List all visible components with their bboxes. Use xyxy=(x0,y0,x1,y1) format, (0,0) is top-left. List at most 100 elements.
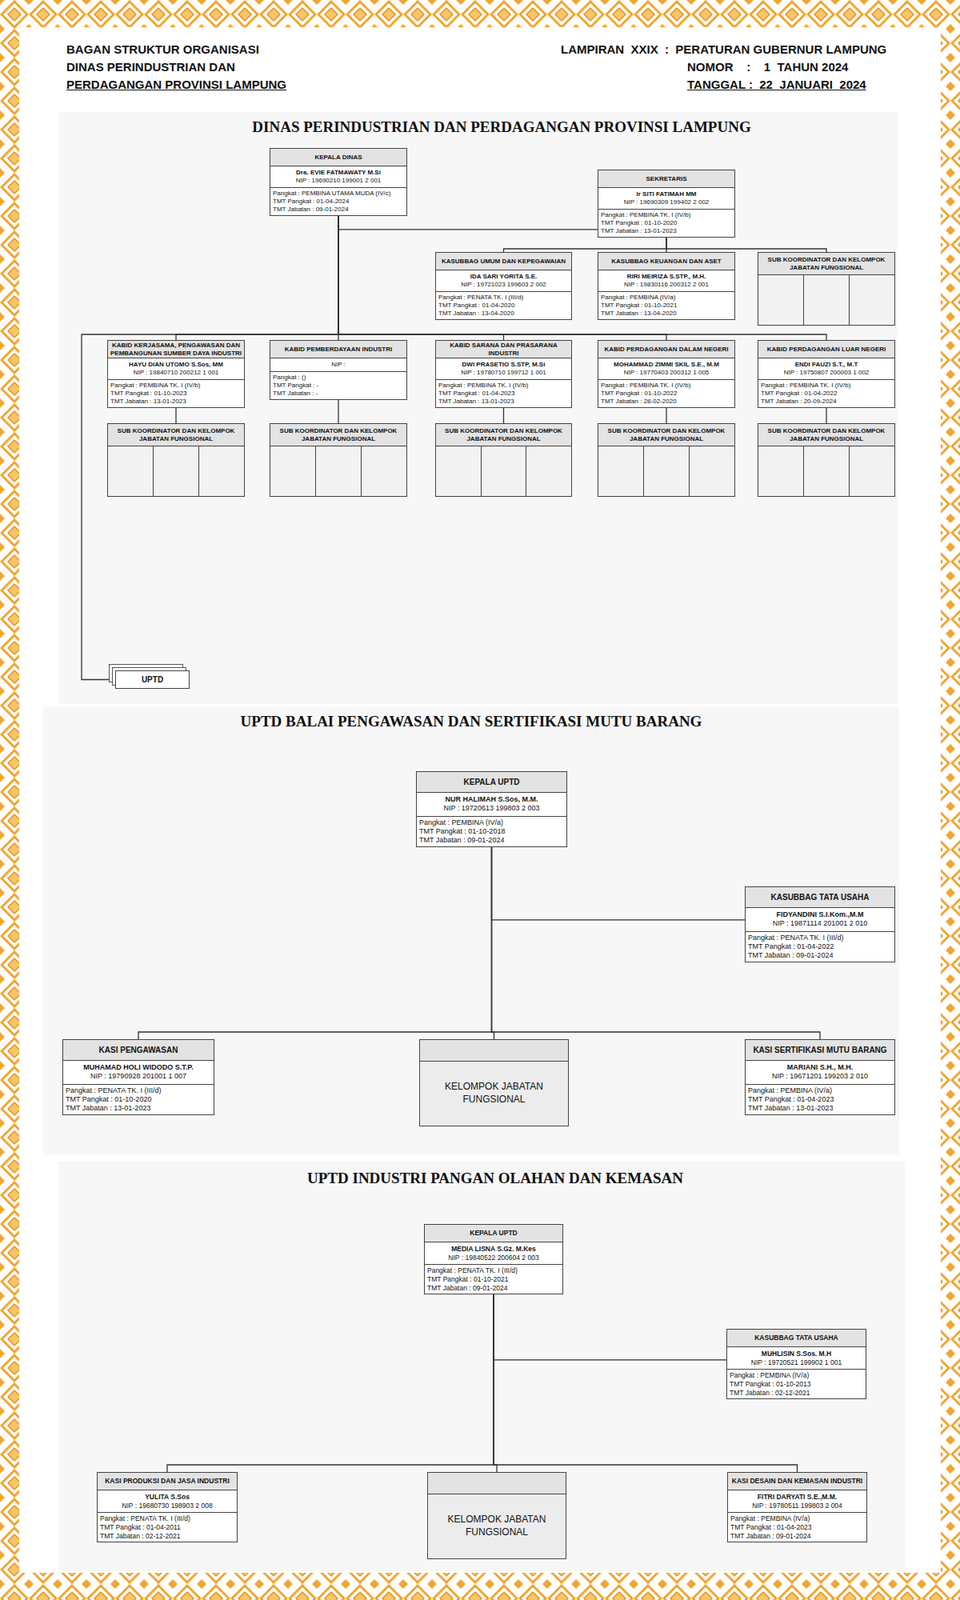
box-header: SEKRETARIS xyxy=(598,170,735,188)
nip-text: NIP : 19790928 201001 1 007 xyxy=(64,1072,212,1081)
rank-text: TMT Pangkat : 01-04-2022 xyxy=(748,942,892,952)
rank-text: Pangkat : PEMBINA UTAMA MUDA (IV/c) xyxy=(272,189,404,198)
box-header: KABID PERDAGANGAN LUAR NEGERI xyxy=(758,340,895,359)
rank-text: TMT Pangkat : 01-04-2023 xyxy=(730,1523,864,1532)
empty-cell xyxy=(199,446,244,496)
subcoordinator-box: SUB KOORDINATOR DAN KELOMPOK JABATAN FUN… xyxy=(757,252,896,326)
org-connector xyxy=(825,408,827,424)
rank-text: Pangkat : PEMBINA TK. I (IV/b) xyxy=(110,381,242,390)
empty-cell xyxy=(758,446,804,496)
rank-text: TMT Pangkat : 01-10-2020 xyxy=(600,219,732,228)
position-box: KASI SERTIFIKASI MUTU BARANG MARIANI S.H.… xyxy=(744,1039,896,1116)
rank-text: TMT Pangkat : - xyxy=(272,381,404,390)
rank-text: TMT Pangkat : 01-04-2011 xyxy=(100,1523,235,1532)
position-title: KEPALA UPTD xyxy=(464,777,520,788)
box-header: SUB KOORDINATOR DAN KELOMPOK JABATAN FUN… xyxy=(270,424,407,447)
position-title: KASI PENGAWASAN xyxy=(99,1045,179,1056)
name-block: NIP : xyxy=(270,358,407,372)
nip-text: NIP : 19671201 199203 2 010 xyxy=(747,1072,893,1081)
position-title: KABID KERJASAMA, PENGAWASAN DAN PEMBANGU… xyxy=(110,341,242,356)
name-block: MARIANI S.H., M.H.NIP : 19671201 199203 … xyxy=(745,1060,895,1084)
empty-cell xyxy=(436,446,482,496)
rank-text: TMT Pangkat : 01-04-2022 xyxy=(760,389,892,398)
group-title: KELOMPOK JABATAN FUNGSIONAL xyxy=(439,1513,555,1539)
position-box: KABID KERJASAMA, PENGAWASAN DAN PEMBANGU… xyxy=(107,340,245,408)
officer-name: ENDI FAUZI S.T., M.T xyxy=(760,360,893,369)
officer-name: MOHAMMAD ZIMMI SKIL S.E., M.M xyxy=(600,360,733,369)
empty-cells xyxy=(598,446,735,496)
rank-block: Pangkat : PEMBINA TK. I (IV/b)TMT Pangka… xyxy=(436,379,572,408)
rank-text: TMT Pangkat : 01-10-2022 xyxy=(600,389,732,398)
rank-text: TMT Jabatan : 13-04-2020 xyxy=(600,309,732,318)
header-text: LAMPIRAN XXIX : PERATURAN GUBERNUR LAMPU… xyxy=(560,42,937,56)
box-header: KASUBBAG TATA USAHA xyxy=(727,1329,866,1348)
officer-name: Dra. EVIE FATMAWATY M.Si xyxy=(272,168,405,177)
nip-text: NIP : 19690309 199402 2 002 xyxy=(600,198,733,207)
box-header: SUB KOORDINATOR DAN KELOMPOK JABATAN FUN… xyxy=(758,252,895,276)
rank-text: Pangkat : PEMBINA TK. I (IV/b) xyxy=(438,381,569,390)
subcoordinator-box: SUB KOORDINATOR DAN KELOMPOK JABATAN FUN… xyxy=(269,423,408,497)
rank-text: TMT Jabatan : 09-01-2024 xyxy=(272,205,404,214)
nip-text: NIP : 19721023 199603 2 002 xyxy=(437,280,570,289)
subcoordinator-box: SUB KOORDINATOR DAN KELOMPOK JABATAN FUN… xyxy=(597,423,736,497)
rank-text: TMT Pangkat : 01-10-2018 xyxy=(419,827,564,836)
rank-block: Pangkat : PEMBINA TK. I (IV/b)TMT Pangka… xyxy=(108,379,244,408)
rank-text: TMT Jabatan : 13-01-2023 xyxy=(748,1104,892,1113)
box-header: KABID KERJASAMA, PENGAWASAN DAN PEMBANGU… xyxy=(108,340,244,359)
empty-cell xyxy=(361,446,407,496)
nip-text: NIP : 19871114 201001 2 010 xyxy=(747,919,893,928)
box-header: KASI PENGAWASAN xyxy=(63,1040,214,1061)
officer-name: MEDIA LISNA S.Gz. M.Kes xyxy=(426,1244,561,1254)
box-header: KASUBBAG TATA USAHA xyxy=(745,887,895,908)
officer-name: MARIANI S.H., M.H. xyxy=(747,1063,893,1072)
empty-cells xyxy=(108,446,244,496)
officer-name: YULITA S.Sos xyxy=(99,1492,236,1502)
box-header xyxy=(428,1472,566,1495)
officer-name: HAYU DIAN UTOMO S.Sos, MM xyxy=(109,360,243,369)
subcoordinator-box: SUB KOORDINATOR DAN KELOMPOK JABATAN FUN… xyxy=(107,423,245,497)
group-body: KELOMPOK JABATAN FUNGSIONAL xyxy=(420,1061,568,1126)
subcoordinator-box: SUB KOORDINATOR DAN KELOMPOK JABATAN FUN… xyxy=(757,423,896,497)
name-block: MUHLISIN S.Sos. M.HNIP : 19720521 199902… xyxy=(727,1347,866,1369)
officer-name: RIRI MEIRIZA S.STP., M.H. xyxy=(600,272,733,281)
position-box: KASI DESAIN DAN KEMASAN INDUSTRIFITRI DA… xyxy=(727,1472,868,1543)
org-connector xyxy=(503,408,504,424)
rank-text: Pangkat : PENATA TK. I (III/d) xyxy=(438,293,569,302)
nip-text: NIP : 19780511 199803 2 004 xyxy=(729,1501,865,1511)
org-connector xyxy=(493,1294,727,1360)
rank-text: TMT Jabatan : 13-01-2023 xyxy=(600,227,732,236)
group-title: SUB KOORDINATOR DAN KELOMPOK JABATAN FUN… xyxy=(760,256,892,271)
box-header: SUB KOORDINATOR DAN KELOMPOK JABATAN FUN… xyxy=(598,424,735,447)
position-title: KASUBBAG UMUM DAN KEPEGAWAIAN xyxy=(441,257,566,265)
name-block: FIDYANDINI S.I.Kom.,M.MNIP : 19871114 20… xyxy=(745,908,895,932)
rank-block: Pangkat : PEMBINA (IV/a)TMT Pangkat : 01… xyxy=(416,816,567,848)
rank-text: TMT Jabatan : 02-12-2021 xyxy=(729,1388,864,1398)
name-block: MEDIA LISNA S.Gz. M.KesNIP : 19840522 20… xyxy=(424,1242,563,1264)
empty-cell xyxy=(689,446,735,496)
rank-text: TMT Pangkat : 01-10-2013 xyxy=(729,1380,864,1389)
rank-text: TMT Jabatan : 13-01-2023 xyxy=(65,1104,212,1113)
empty-cell xyxy=(316,446,362,496)
rank-block: Pangkat : PEMBINA (IV/a)TMT Pangkat : 01… xyxy=(745,1084,895,1116)
rank-text: TMT Jabatan : - xyxy=(272,389,404,398)
org-connector xyxy=(665,408,667,424)
rank-text: TMT Jabatan : 28-02-2020 xyxy=(600,397,732,406)
officer-name: FIDYANDINI S.I.Kom.,M.M xyxy=(747,910,893,920)
nip-text: NIP : 19840710 200212 1 001 xyxy=(109,368,243,377)
rank-block: Pangkat : PENATA TK. I (III/d)TMT Pangka… xyxy=(63,1084,214,1116)
position-box: KEPALA UPTDNUR HALIMAH S.Sos, M.M.NIP : … xyxy=(416,771,568,848)
rank-text: TMT Jabatan : 09-01-2024 xyxy=(748,951,892,960)
section-title: UPTD BALAI PENGAWASAN DAN SERTIFIKASI MU… xyxy=(151,712,792,731)
rank-text: Pangkat : PEMBINA TK. I (IV/b) xyxy=(760,381,892,390)
position-title: KASI SERTIFIKASI MUTU BARANG xyxy=(752,1045,887,1056)
rank-block: Pangkat : PENATA TK. I (III/d)TMT Pangka… xyxy=(424,1264,563,1294)
nip-text: NIP : 19770403 200312 1 005 xyxy=(600,368,733,377)
position-title: KABID PERDAGANGAN LUAR NEGERI xyxy=(767,345,886,353)
rank-block: Pangkat : PEMBINA TK. I (IV/b)TMT Pangka… xyxy=(598,379,735,408)
rank-text: Pangkat : PEMBINA (IV/a) xyxy=(419,818,564,828)
box-header: KEPALA UPTD xyxy=(416,772,567,793)
position-box: KASUBBAG TATA USAHAFIDYANDINI S.I.Kom.,M… xyxy=(744,886,896,963)
name-block: Dra. EVIE FATMAWATY M.SiNIP : 19690210 1… xyxy=(270,166,407,188)
rank-text: TMT Jabatan : 13-01-2023 xyxy=(110,397,242,406)
